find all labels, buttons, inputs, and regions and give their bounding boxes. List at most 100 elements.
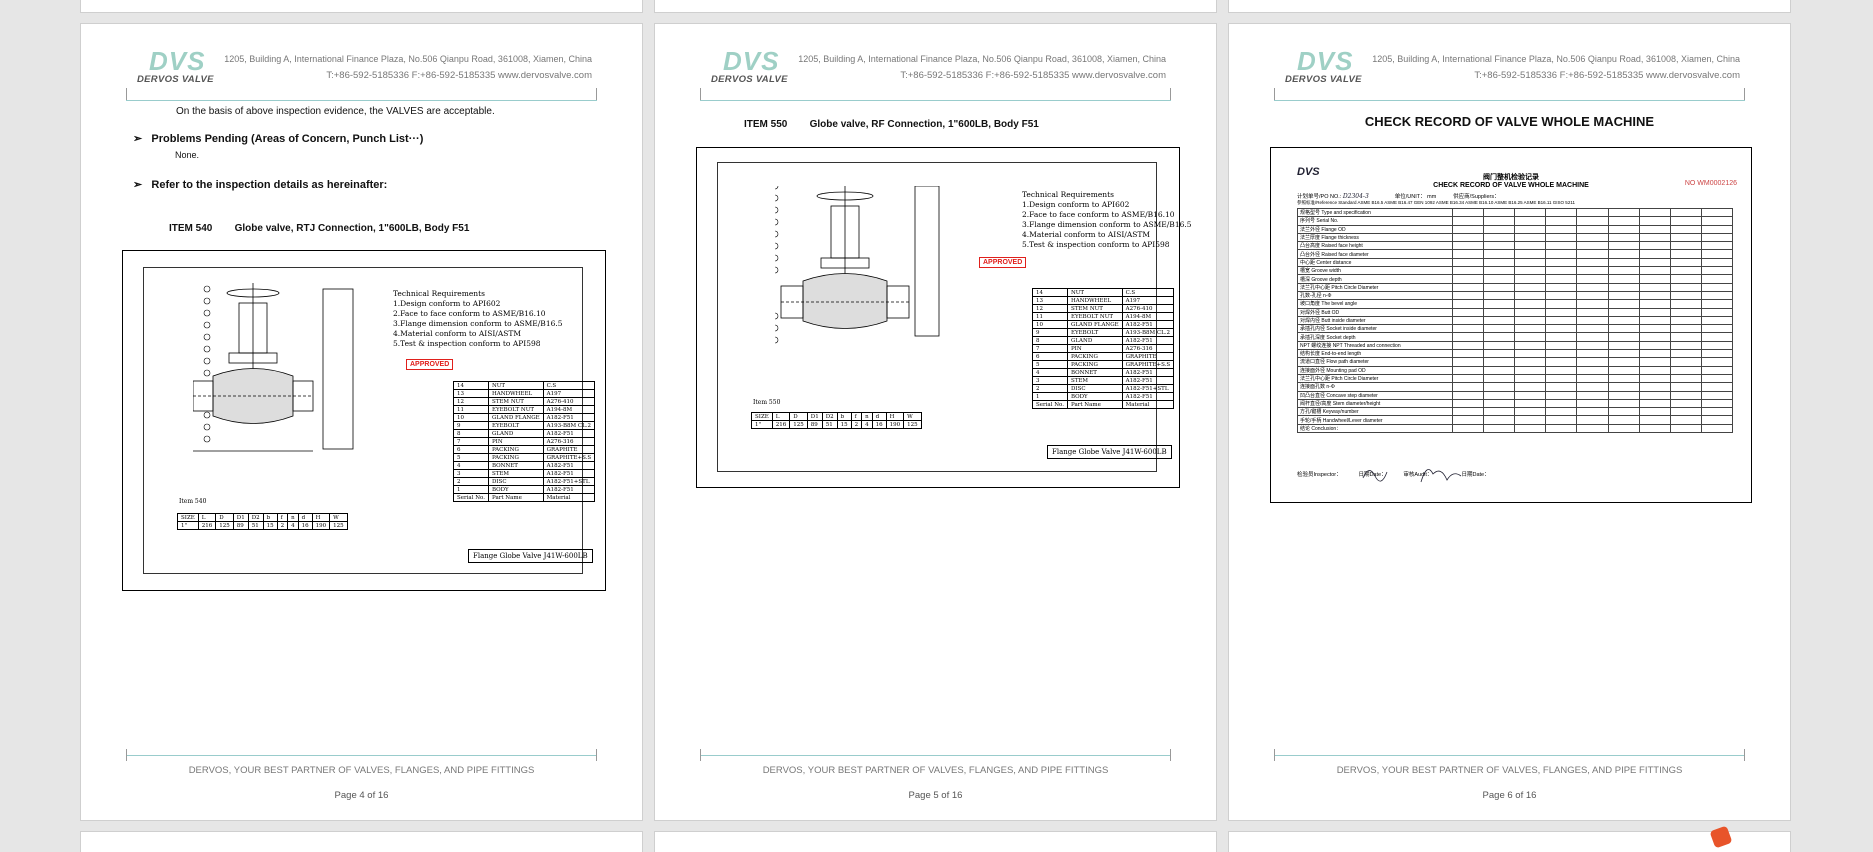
table-cell [1451,216,1485,226]
table-cell [1638,282,1671,292]
table-cell [1514,324,1547,334]
table-cell [1545,224,1578,234]
row-label: 坡口角度 The bevel angle [1297,299,1453,309]
logo-brand: DERVOS VALVE [711,74,788,85]
table-cell [1669,398,1702,409]
refer-heading-text: Refer to the inspection details as herei… [151,179,388,191]
table-cell [1576,249,1609,259]
row-label: 法兰孔中心距 Pitch Circle Diameter [1297,373,1453,384]
item-description: Globe valve, RF Connection, 1"600LB, Bod… [809,119,1039,130]
table-cell [1607,407,1640,417]
table-cell [1700,299,1734,309]
approved-stamp: APPROVED [979,257,1027,268]
table-cell [1576,257,1609,268]
corner-mark [1274,749,1275,761]
table-cell [1700,340,1734,351]
table-cell [1638,241,1671,251]
corner-mark [1744,88,1745,100]
table-cell [1514,423,1547,434]
table-cell [1514,357,1547,367]
inspector-signature [1362,469,1462,483]
table-cell [1451,398,1485,409]
table-cell [1638,365,1671,375]
drawing-item-label: Item 550 [753,399,781,406]
table-cell [1514,307,1547,317]
table-cell [1514,266,1547,276]
table-cell [1700,423,1734,434]
form-meta: 计划单号/PO NO.: D2304-3 单位/UNIT： mm 供应商/Sup… [1297,192,1500,200]
table-row: 槽宽 Groove width [1297,266,1734,276]
table-cell [1638,407,1671,417]
table-row: 手轮/手柄 Handwheel/Lever diameter [1297,415,1734,425]
table-cell [1669,382,1702,392]
item-number: ITEM 540 [169,223,213,234]
table-cell [1514,282,1547,292]
table-cell [1669,282,1702,292]
row-label: 凸台外径 Raised face diameter [1297,249,1453,259]
table-cell [1483,224,1516,234]
reference-standards: 参照标准/Reference Standard ASME B16.5 ASME … [1297,200,1575,205]
row-label: 对焊内径 Butt inside diameter [1297,315,1453,326]
table-cell [1576,365,1609,375]
table-cell [1483,373,1516,384]
drawing-title-block: Flange Globe Valve J41W-600LB [468,549,593,563]
table-cell [1669,274,1702,284]
table-cell [1514,340,1547,351]
drawing-title-block: Flange Globe Valve J41W-600LB [1047,445,1172,459]
table-cell [1576,315,1609,326]
table-cell [1545,315,1578,326]
corner-mark [1170,749,1171,761]
table-cell [1483,340,1516,351]
row-label: 规格型号 Type and specification [1297,207,1453,218]
footer-tagline: DERVOS, YOUR BEST PARTNER OF VALVES, FLA… [188,765,535,776]
table-cell [1638,224,1671,234]
supplier-label: 供应商/Suppliers： [1453,194,1500,200]
table-cell [1514,315,1547,326]
table-cell [1545,340,1578,351]
header-rule [1274,100,1745,101]
table-row: 凹凸台直径 Concave step diameter [1297,390,1734,400]
table-cell [1669,216,1702,226]
table-cell [1669,365,1702,375]
footer-rule [700,755,1171,756]
header-contact: T:+86-592-5185336 F:+86-592-5185335 www.… [900,70,1166,81]
table-cell [1700,398,1734,409]
table-cell [1607,324,1640,334]
table-cell [1576,299,1609,309]
logo-mark: DVS [723,46,780,76]
table-cell [1514,332,1547,342]
pending-heading-text: Problems Pending (Areas of Concern, Punc… [151,133,424,145]
table-cell [1545,266,1578,276]
table-cell [1700,257,1734,268]
table-cell [1514,407,1547,417]
item-line: ITEM 550 Globe valve, RF Connection, 1"6… [744,119,1039,130]
table-cell [1576,324,1609,334]
table-cell [1700,349,1734,359]
table-cell [1483,207,1516,218]
table-row: 坡口角度 The bevel angle [1297,299,1734,309]
table-cell [1514,415,1547,425]
table-cell [1514,257,1547,268]
table-cell [1514,207,1547,218]
table-cell [1638,207,1671,218]
table-cell [1576,357,1609,367]
table-cell [1700,382,1734,392]
pending-heading: ➢ Problems Pending (Areas of Concern, Pu… [133,133,424,145]
row-label: 承插孔内径 Socket inside diameter [1297,324,1453,334]
table-cell [1576,207,1609,218]
header-address: 1205, Building A, International Finance … [1372,54,1740,64]
audit-label: 审核Audit： [1403,472,1433,478]
table-cell [1483,315,1516,326]
footer-rule [126,755,597,756]
corner-mark [1744,749,1745,761]
page-number: Page 5 of 16 [908,790,963,801]
table-cell [1451,299,1485,309]
table-cell [1576,332,1609,342]
table-cell [1669,423,1702,434]
table-cell [1607,332,1640,342]
table-cell [1576,290,1609,301]
table-cell [1545,274,1578,284]
table-cell [1700,216,1734,226]
